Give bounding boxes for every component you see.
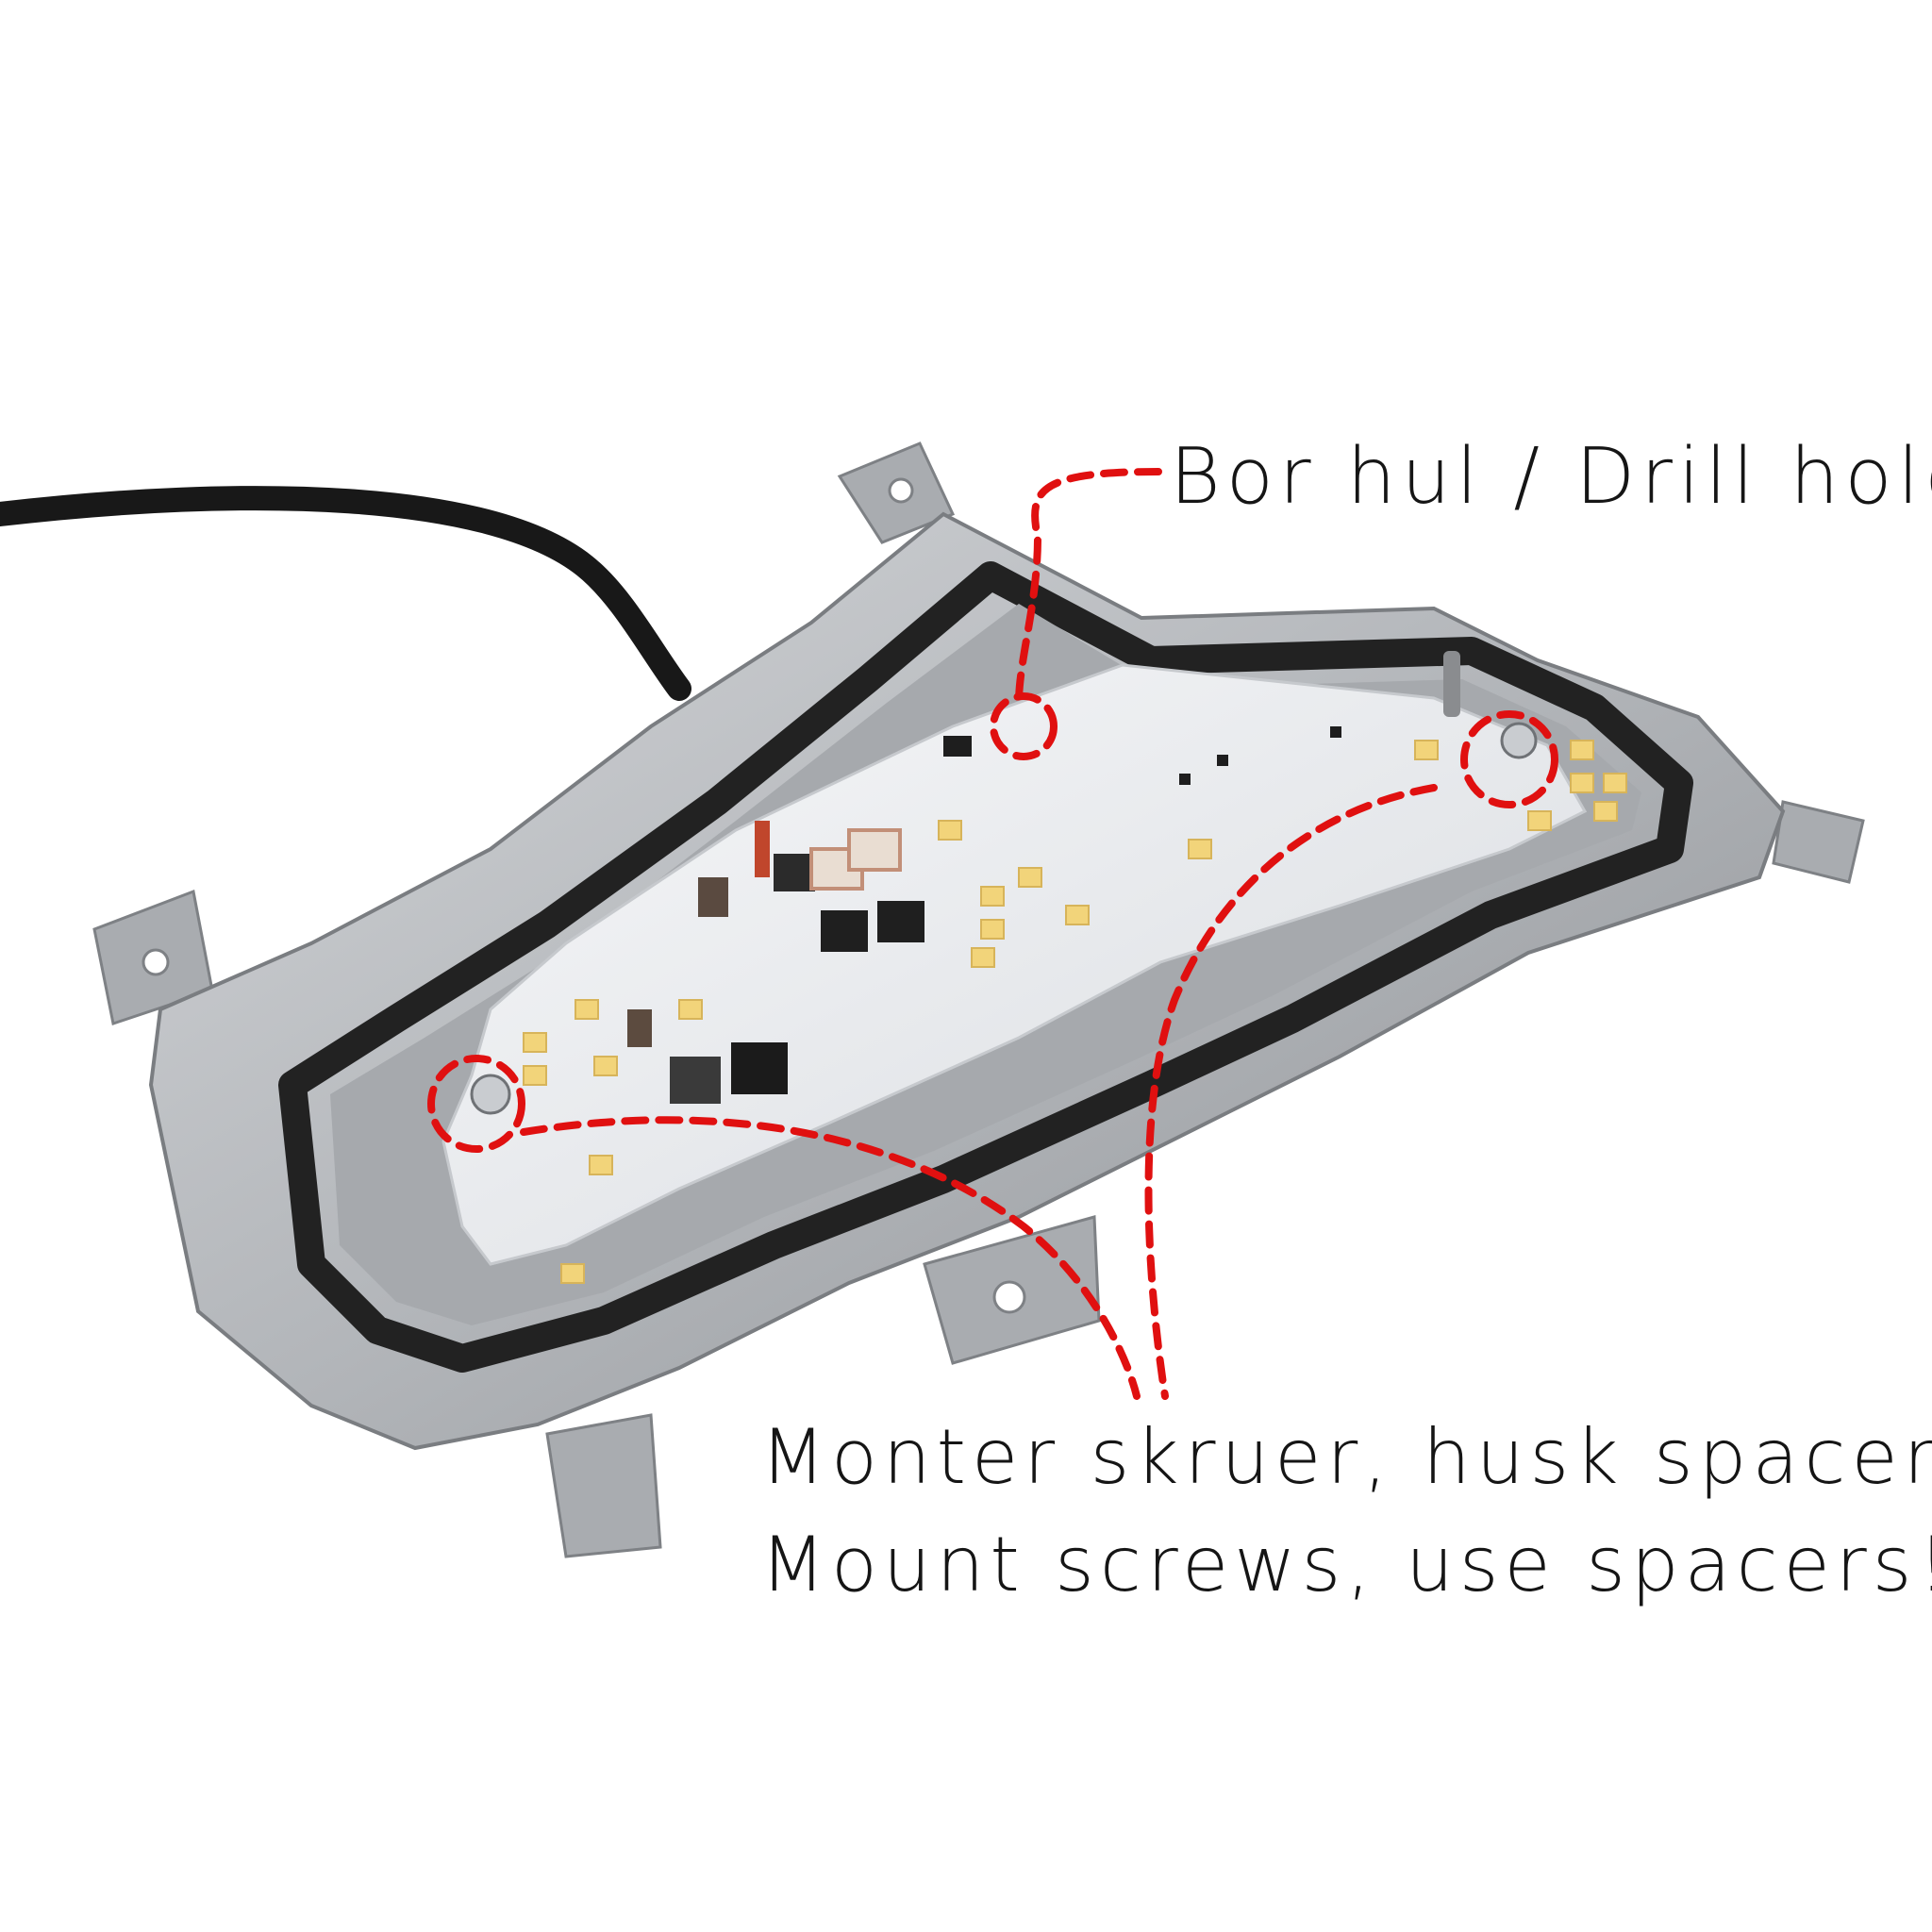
annotation-marks — [427, 468, 1558, 1400]
screws — [470, 722, 1538, 1115]
power-cable — [0, 486, 691, 701]
components — [627, 651, 1460, 1104]
mount-callout-line-left — [520, 1116, 1141, 1400]
screw-highlight-left — [427, 1055, 525, 1153]
drill-hole-label: Bor hul / Drill hole — [1170, 432, 1932, 522]
mount-callout-line-right — [1144, 784, 1438, 1400]
leds — [523, 740, 1627, 1284]
drill-highlight — [990, 692, 1058, 760]
screw-highlight-right — [1460, 710, 1558, 808]
mount-screws-label-english: Mount screws, use spacers! — [760, 1521, 1932, 1608]
drill-callout-line — [1015, 468, 1162, 707]
gasket — [278, 561, 1693, 1373]
mount-screws-label-danish: Monter skruer, husk spacer! — [760, 1413, 1932, 1501]
